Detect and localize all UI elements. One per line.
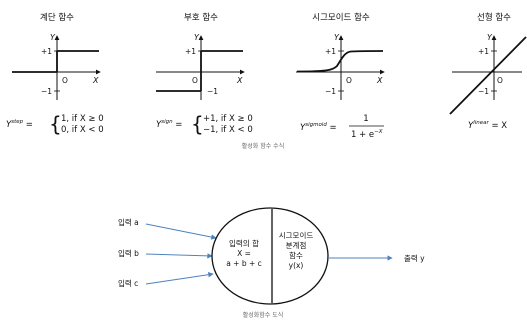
sign-origin-label: O	[192, 76, 198, 85]
bottom-caption: 활성화함수 도식	[243, 311, 284, 319]
linear-tick-neg-label: −1	[478, 87, 489, 96]
linear-y-label: Y	[487, 33, 493, 42]
step-tick-pos-label: +1	[41, 47, 52, 56]
step-formula-brace: {	[49, 112, 62, 136]
activation-line-3: 함수	[289, 251, 303, 260]
top-caption: 활성화 함수 수식	[242, 142, 284, 150]
neuron-circle	[211, 207, 329, 305]
linear-function-title: 선형 함수	[477, 13, 511, 23]
input-c-arrow	[145, 272, 214, 285]
sign-x-label: X	[236, 76, 243, 85]
sign-y-label: Y	[194, 33, 200, 42]
activation-line-4: y(x)	[289, 261, 304, 270]
sigmoid-y-label: Y	[334, 33, 340, 42]
sigmoid-formula-denominator: 1 + e−X	[351, 129, 383, 140]
output-label: 출력 y	[404, 253, 425, 263]
sign-formula-brace: {	[191, 112, 204, 136]
sigmoid-origin-label: O	[346, 76, 352, 85]
step-x-label: X	[92, 76, 99, 85]
neuron-diagram: 입력 a 입력 b 입력 c 입력의 합 X = a + b + c 시그모이드…	[118, 207, 425, 305]
sum-line-1: 입력의 합	[229, 238, 259, 248]
sigmoid-formula-numerator: 1	[363, 114, 368, 124]
sigmoid-function-panel: 시그모이드 함수 Y X O +1 −1 Ysigmoid = 1 1 + e−…	[296, 12, 385, 140]
input-b-label: 입력 b	[118, 249, 139, 258]
sigmoid-curve	[296, 50, 384, 73]
sigmoid-formula-lhs: Ysigmoid =	[300, 122, 337, 133]
linear-curve	[449, 36, 527, 115]
step-function-panel: 계단 함수 Y X O +1 −1 Ystep = { 1, if X ≥ 0 …	[6, 12, 104, 136]
input-c-label: 입력 c	[118, 279, 138, 288]
sigmoid-x-label: X	[376, 76, 383, 85]
sign-function-panel: 부호 함수 Y X O +1 −1 Ysign = { +1, if X ≥ 0…	[156, 13, 253, 136]
step-formula-case1: 1, if X ≥ 0	[61, 114, 104, 124]
linear-origin-label: O	[497, 76, 503, 85]
input-b-arrow	[145, 253, 213, 259]
sign-formula-lhs: Ysign =	[156, 119, 182, 130]
step-formula-lhs: Ystep =	[6, 119, 33, 130]
sum-line-3: a + b + c	[226, 259, 262, 268]
linear-tick-pos-label: +1	[478, 47, 489, 56]
step-y-label: Y	[50, 33, 56, 42]
sign-formula-case1: +1, if X ≥ 0	[203, 114, 253, 124]
linear-formula: Ylinear = X	[468, 120, 507, 131]
activation-line-2: 분계점	[286, 240, 307, 250]
step-formula-case2: 0, if X < 0	[61, 125, 104, 135]
sigmoid-function-title: 시그모이드 함수	[312, 12, 370, 23]
step-function-title: 계단 함수	[40, 12, 74, 23]
step-origin-label: O	[62, 76, 68, 85]
step-tick-neg-label: −1	[41, 87, 52, 96]
sign-formula-case2: −1, if X < 0	[203, 125, 253, 135]
sign-tick-pos-label: +1	[185, 47, 196, 56]
sign-tick-neg-label: −1	[207, 87, 218, 96]
sigmoid-tick-neg-label: −1	[325, 87, 336, 96]
linear-function-panel: 선형 함수 Y O +1 −1 Ylinear = X	[449, 13, 527, 131]
sigmoid-tick-pos-label: +1	[325, 47, 336, 56]
input-a-label: 입력 a	[118, 218, 139, 227]
sign-function-title: 부호 함수	[184, 13, 218, 23]
sum-line-2: X =	[237, 249, 251, 258]
activation-line-1: 시그모이드	[279, 230, 314, 240]
input-a-arrow	[145, 223, 217, 240]
